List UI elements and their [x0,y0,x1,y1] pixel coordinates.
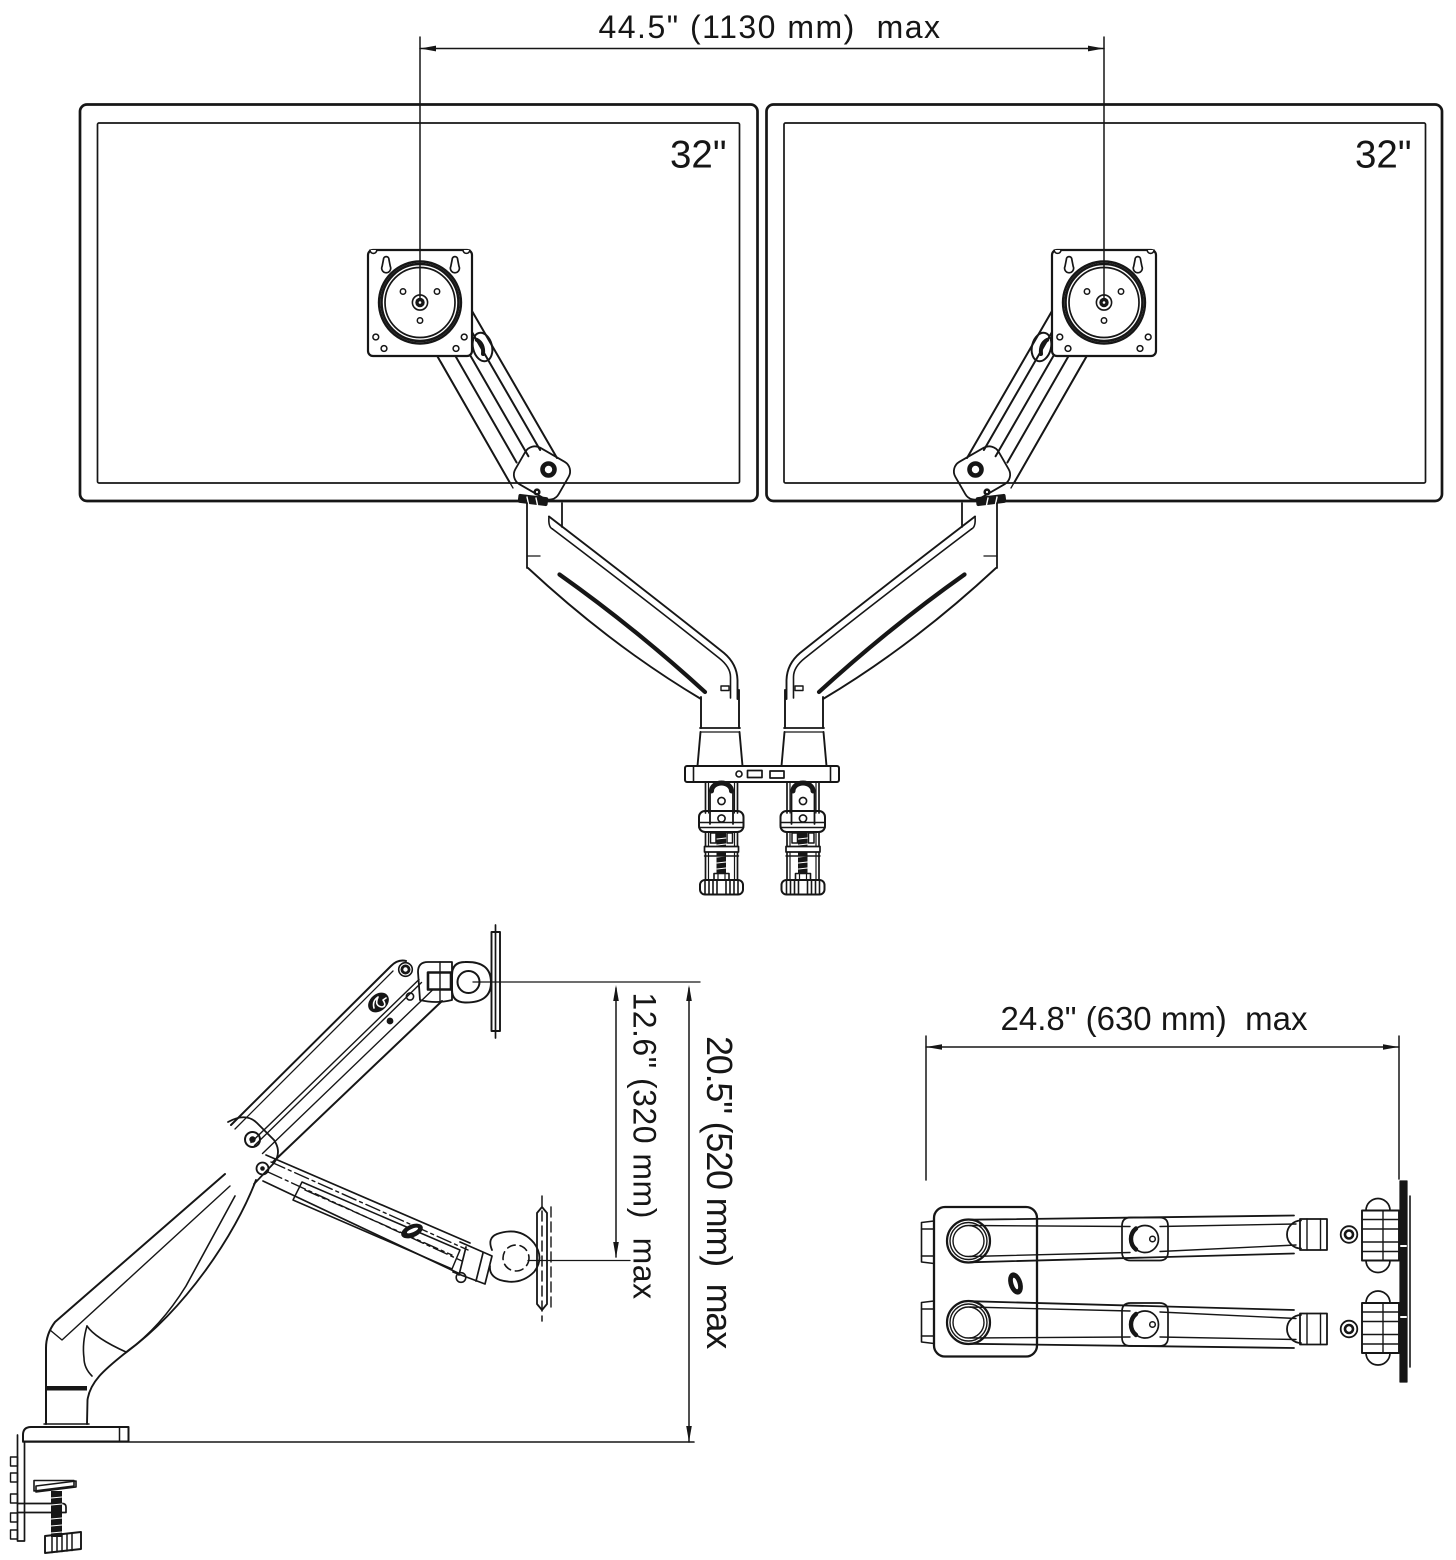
svg-text:32": 32" [1355,134,1412,177]
svg-text:24.8" (630 mm) max: 24.8" (630 mm) max [1001,1000,1308,1037]
svg-text:20.5" (520 mm) max: 20.5" (520 mm) max [699,1036,740,1349]
svg-text:32": 32" [670,134,727,177]
svg-text:12.6" (320 mm) max: 12.6" (320 mm) max [627,992,663,1299]
svg-text:44.5" (1130 mm) max: 44.5" (1130 mm) max [598,9,941,45]
